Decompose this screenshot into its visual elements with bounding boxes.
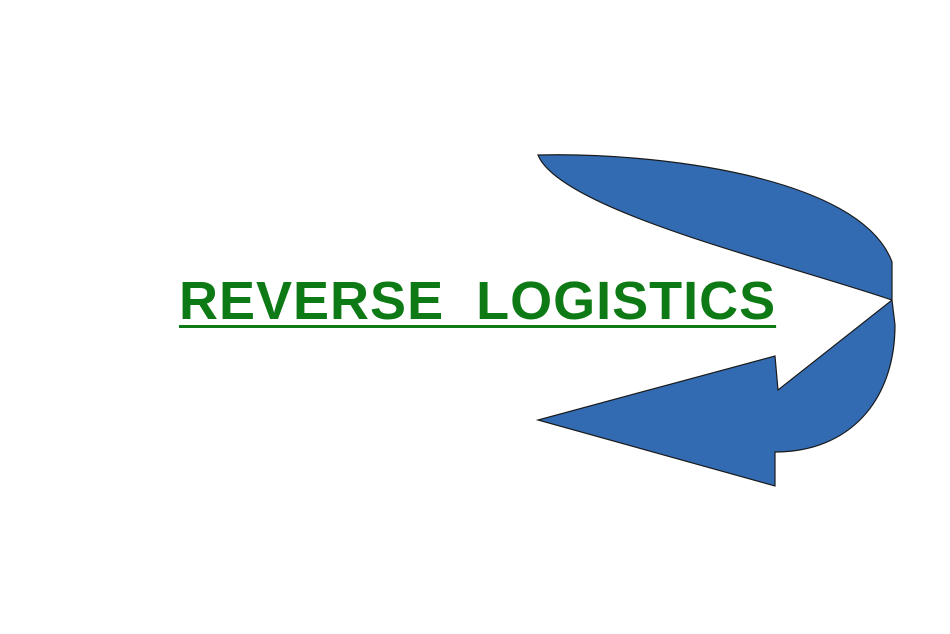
slide-title: REVERSE LOGISTICS bbox=[179, 271, 777, 331]
u-turn-arrow-shape bbox=[535, 154, 896, 487]
